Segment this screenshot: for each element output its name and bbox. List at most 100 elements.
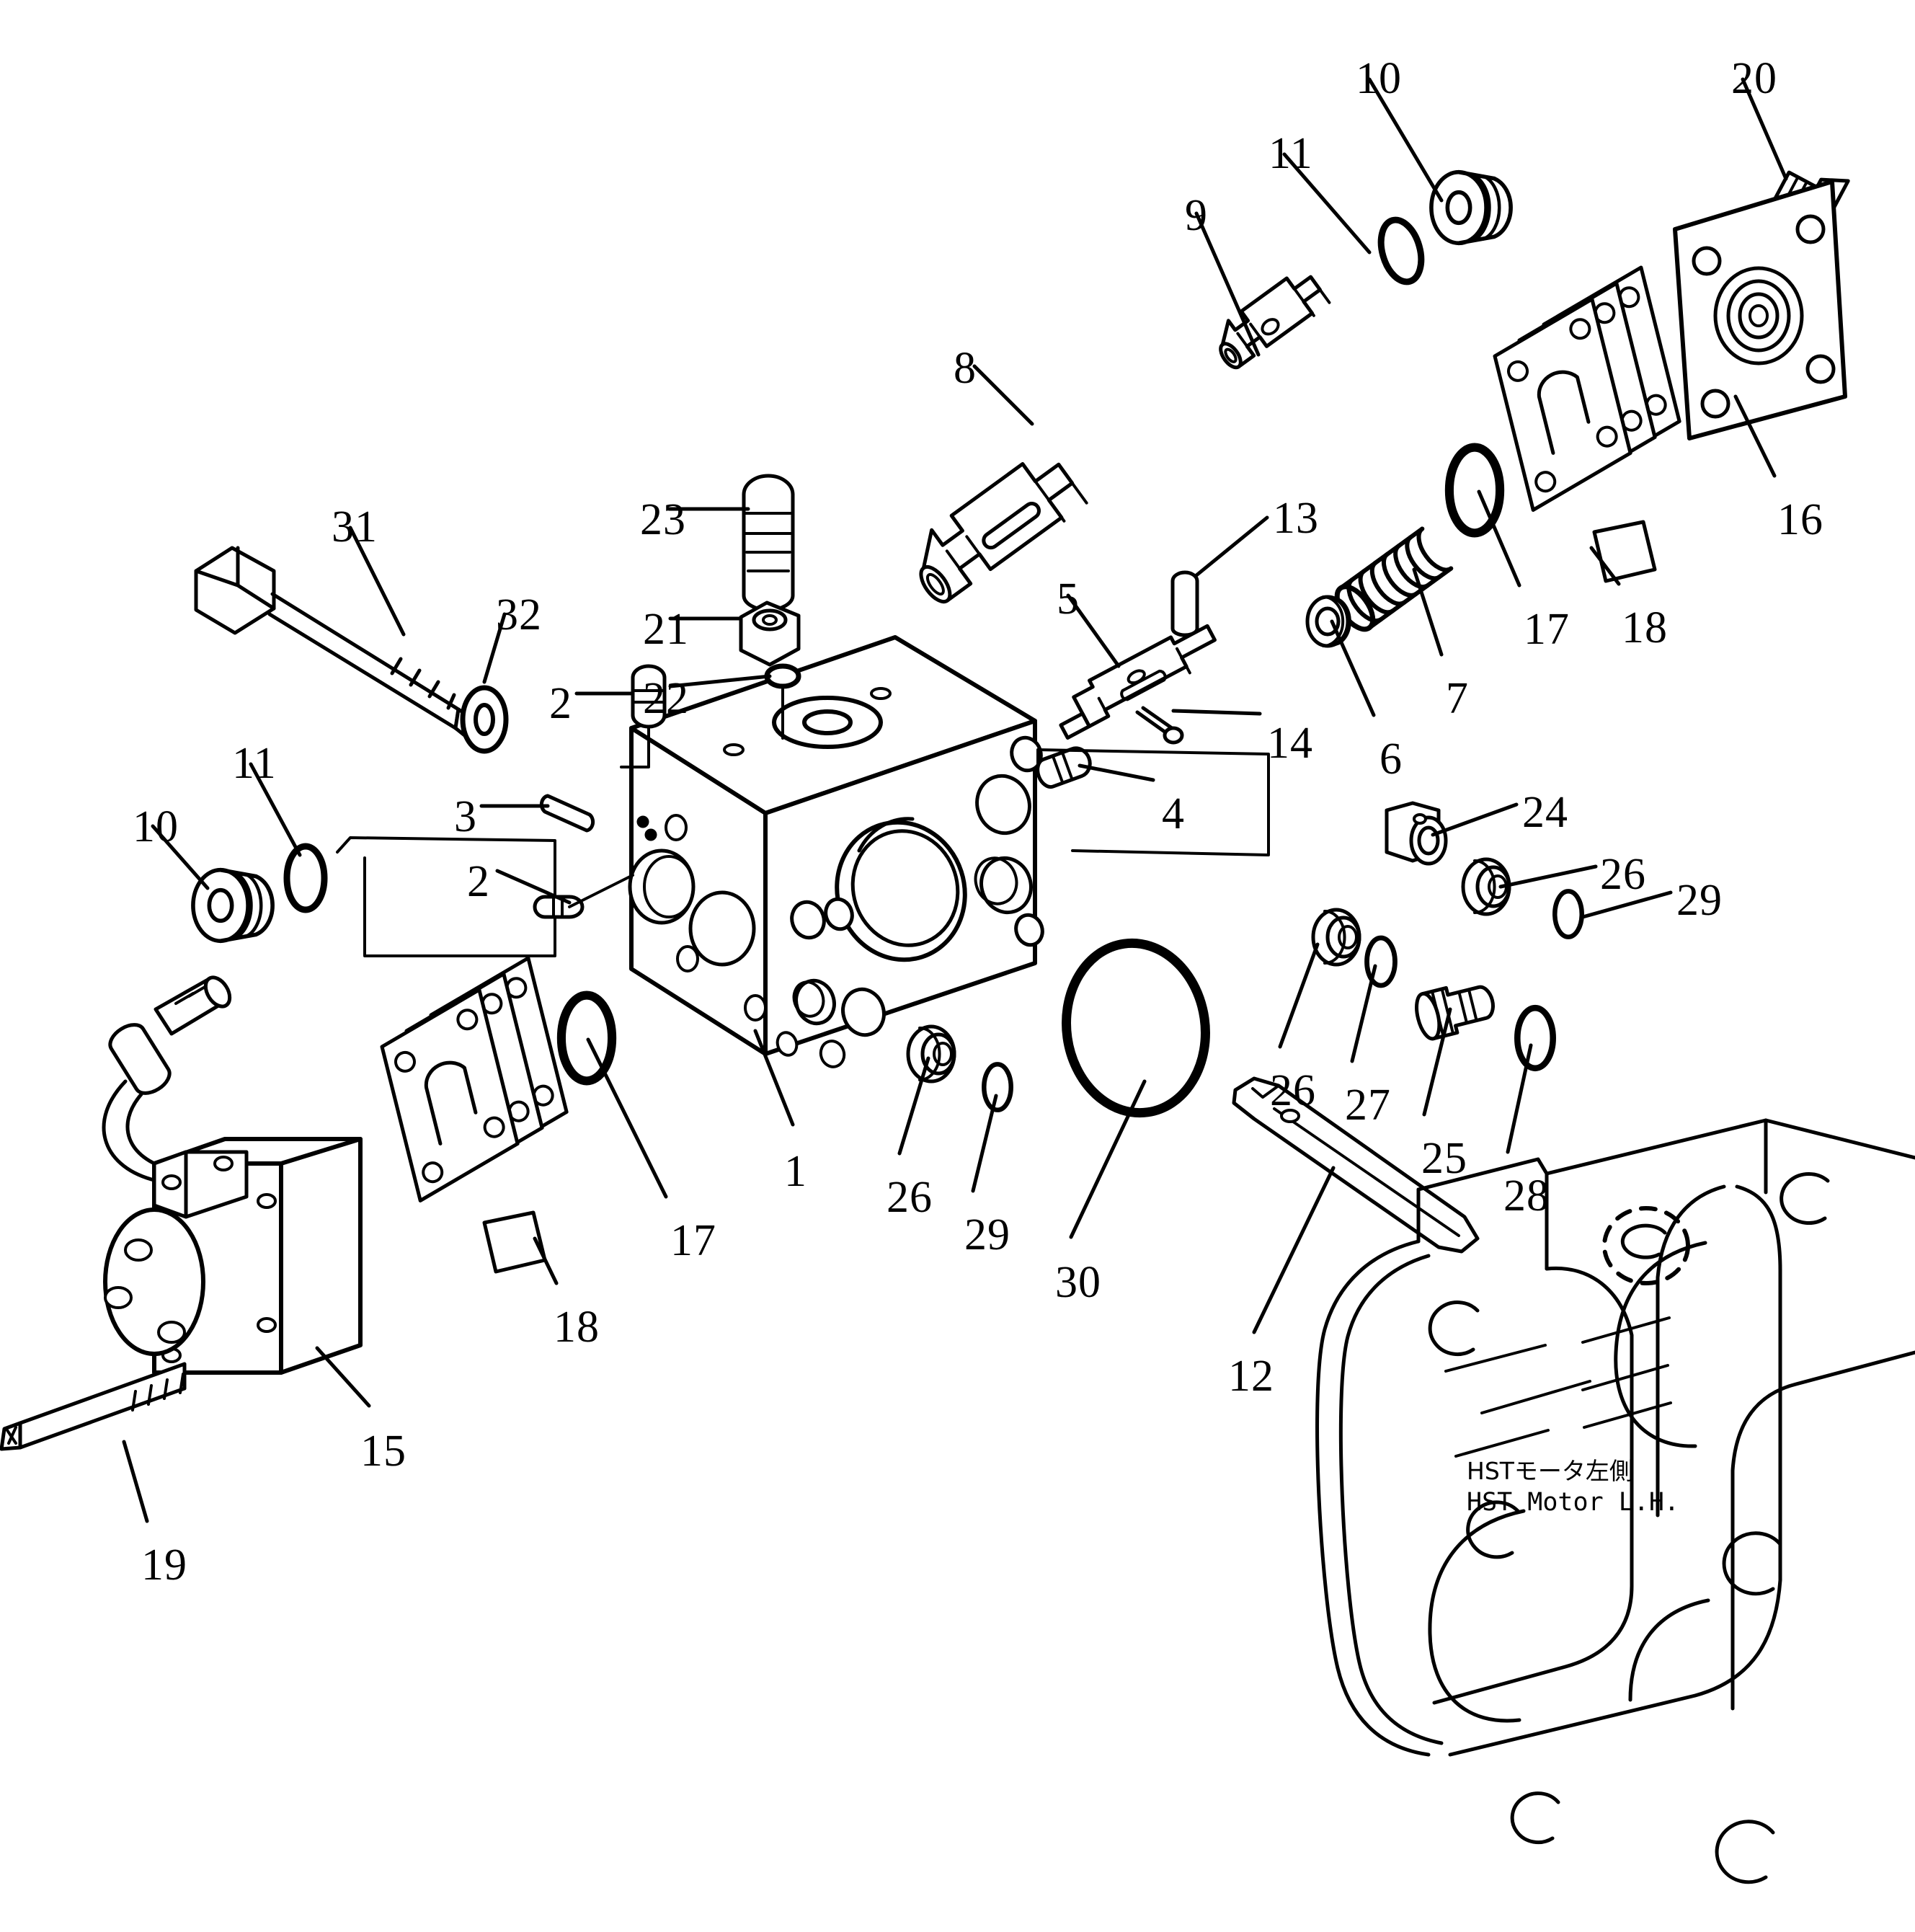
callout-number-2b: 2 bbox=[467, 857, 490, 906]
oring-part-28 bbox=[1517, 1008, 1552, 1068]
plug-part-10-top bbox=[1431, 172, 1511, 244]
callout-number-18a: 18 bbox=[1622, 603, 1668, 652]
leader-line-6 bbox=[1330, 619, 1376, 717]
leader-line-24 bbox=[1431, 802, 1519, 837]
solenoid-valve-part-15 bbox=[102, 975, 363, 1375]
fitting-part-25 bbox=[1415, 985, 1495, 1041]
leader-line-8 bbox=[972, 364, 1034, 426]
callout-number-30: 30 bbox=[1055, 1258, 1101, 1307]
callout-number-20: 20 bbox=[1731, 54, 1777, 103]
leader-line-26b bbox=[1278, 942, 1320, 1049]
callout-number-29b: 29 bbox=[1676, 876, 1723, 925]
hst-motor-housing bbox=[1315, 1118, 1915, 1884]
leader-line-7 bbox=[1412, 567, 1444, 657]
callout-number-8: 8 bbox=[954, 344, 977, 393]
callout-number-14: 14 bbox=[1267, 719, 1313, 768]
callout-number-23: 23 bbox=[640, 495, 686, 544]
leader-line-17a bbox=[1477, 489, 1521, 588]
oring-part-30 bbox=[1062, 938, 1210, 1118]
leader-line-12 bbox=[1252, 1166, 1336, 1334]
callout-number-26a: 26 bbox=[887, 1173, 933, 1222]
plug-part-23 bbox=[742, 474, 795, 637]
leader-line-29a bbox=[971, 1094, 998, 1193]
gasket-part-18-right bbox=[1487, 267, 1687, 583]
leader-line-2b bbox=[495, 869, 572, 905]
callout-number-5: 5 bbox=[1057, 575, 1080, 624]
oring-part-17-left bbox=[561, 996, 612, 1081]
leader-line-10b bbox=[151, 824, 210, 890]
nut-part-21 bbox=[739, 601, 801, 667]
callout-number-9: 9 bbox=[1185, 191, 1208, 240]
callout-number-22: 22 bbox=[643, 674, 689, 723]
bushing-part-26-middle bbox=[1311, 908, 1361, 967]
leader-line-16 bbox=[1733, 394, 1777, 478]
plug-part-13 bbox=[1170, 570, 1199, 637]
callout-number-29a: 29 bbox=[964, 1210, 1010, 1259]
gasket-part-18-left bbox=[374, 958, 574, 1274]
oring-part-29-right bbox=[1555, 891, 1581, 936]
callout-number-27: 27 bbox=[1345, 1081, 1391, 1130]
callout-number-1: 1 bbox=[784, 1147, 807, 1196]
washer-part-32 bbox=[460, 685, 509, 754]
callout-number-11a: 11 bbox=[1268, 129, 1313, 178]
callout-number-17b: 17 bbox=[670, 1216, 716, 1265]
plug-part-10-left bbox=[193, 870, 272, 941]
oring-part-11-left bbox=[287, 846, 324, 910]
leader-line-28 bbox=[1506, 1043, 1533, 1154]
callout-number-28: 28 bbox=[1503, 1171, 1550, 1220]
callout-number-32: 32 bbox=[496, 590, 542, 639]
callout-number-15: 15 bbox=[360, 1427, 406, 1476]
bolt-part-19 bbox=[0, 1362, 187, 1451]
callout-number-12: 12 bbox=[1228, 1352, 1274, 1401]
callout-number-2a: 2 bbox=[549, 679, 572, 728]
pin-part-3 bbox=[539, 794, 595, 833]
bushing-part-24 bbox=[1385, 801, 1448, 866]
callout-number-18b: 18 bbox=[554, 1303, 600, 1352]
callout-number-26c: 26 bbox=[1600, 850, 1646, 899]
callout-number-4: 4 bbox=[1162, 789, 1185, 838]
leader-line-9 bbox=[1194, 211, 1261, 357]
callout-number-16: 16 bbox=[1777, 495, 1823, 544]
callout-number-3: 3 bbox=[454, 792, 477, 841]
leader-line-22 bbox=[668, 674, 772, 688]
leader-line-11a bbox=[1282, 152, 1372, 254]
callout-number-26b: 26 bbox=[1270, 1066, 1316, 1115]
callout-number-19: 19 bbox=[141, 1541, 187, 1590]
bushing-part-26-left bbox=[906, 1024, 956, 1084]
spool-valve-part-8 bbox=[919, 462, 1088, 604]
leader-line-4 bbox=[1078, 763, 1155, 782]
caption-japanese: HSTモータ左側 bbox=[1467, 1457, 1633, 1485]
callout-leader-lines bbox=[122, 77, 1788, 1523]
cotter-pin-part-14 bbox=[1135, 706, 1184, 745]
bolt-part-31 bbox=[194, 546, 476, 742]
leader-line-18b bbox=[533, 1236, 559, 1285]
callout-number-10b: 10 bbox=[133, 802, 179, 851]
leader-line-29b bbox=[1581, 890, 1673, 919]
setscrew-part-2-left bbox=[533, 874, 634, 919]
leader-line-25 bbox=[1422, 1007, 1452, 1117]
caption-english: HST Motor L.H. bbox=[1467, 1488, 1680, 1517]
leader-line-20 bbox=[1741, 77, 1788, 181]
leader-line-31 bbox=[348, 526, 406, 637]
oring-part-11-top bbox=[1374, 216, 1428, 287]
setscrew-part-2-top bbox=[620, 664, 667, 768]
oring-part-29-left bbox=[984, 1064, 1010, 1109]
hst-motor-caption: HSTモータ左側 HST Motor L.H. bbox=[1467, 1456, 1679, 1519]
callout-number-7: 7 bbox=[1446, 674, 1469, 723]
callout-number-17a: 17 bbox=[1524, 605, 1570, 654]
callout-number-31: 31 bbox=[332, 502, 378, 551]
callout-number-13: 13 bbox=[1273, 494, 1319, 543]
leader-line-11b bbox=[249, 762, 302, 857]
valve-body-part-1 bbox=[628, 635, 1044, 1068]
leader-line-30 bbox=[1069, 1079, 1147, 1239]
callout-number-25: 25 bbox=[1421, 1134, 1467, 1183]
retainer-part-6 bbox=[1305, 595, 1351, 648]
leader-line-26a bbox=[897, 1056, 930, 1156]
leader-line-10a bbox=[1367, 77, 1444, 203]
cover-plate-part-16 bbox=[1673, 180, 1847, 440]
leader-line-1 bbox=[753, 1029, 795, 1127]
leader-line-26c bbox=[1498, 864, 1598, 889]
leader-line-14 bbox=[1171, 709, 1262, 716]
